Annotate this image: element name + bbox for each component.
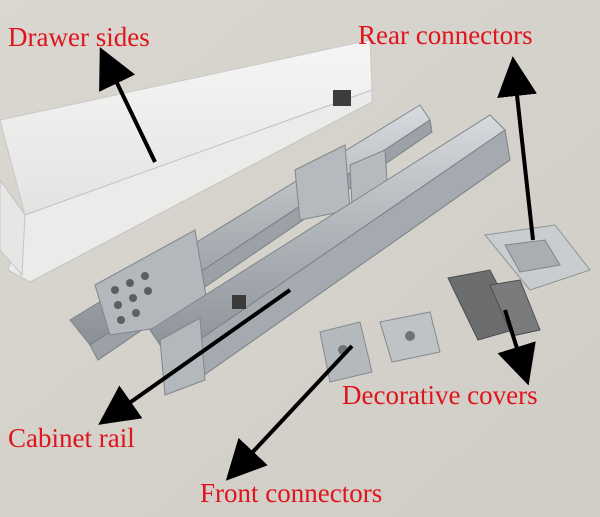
cabinet-rail-arrow [98, 288, 292, 425]
front-connectors-label: Front connectors [200, 478, 383, 508]
decorative-covers-label: Decorative covers [342, 380, 538, 410]
decorative-covers-arrow [497, 309, 536, 386]
drawer-sides-arrow [99, 47, 157, 163]
callout-arrows [98, 47, 537, 481]
drawer-sides-label: Drawer sides [8, 22, 150, 52]
rear-slide-rail [69, 104, 433, 361]
cabinet-rail-label: Cabinet rail [8, 423, 135, 453]
decorative-covers-part [447, 269, 541, 341]
rear-connectors-arrow [497, 56, 537, 241]
drawer-side-panel [0, 39, 373, 283]
rear-connectors-part [484, 224, 591, 291]
front-connectors-arrow [225, 344, 354, 481]
rear-connectors-label: Rear connectors [358, 20, 533, 50]
